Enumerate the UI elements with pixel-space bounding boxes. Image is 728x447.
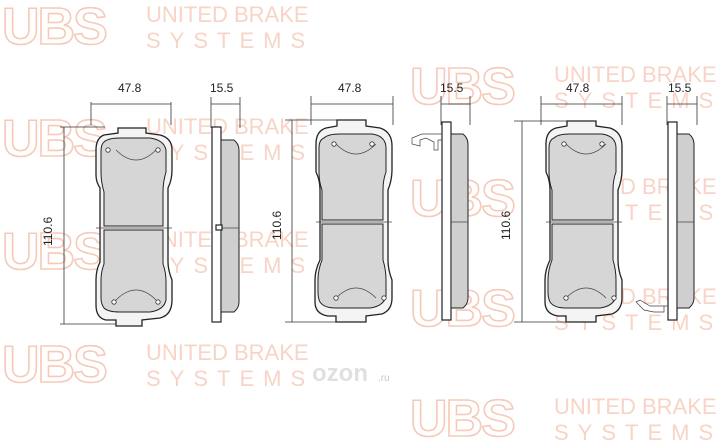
svg-text:UNITED BRAKE: UNITED BRAKE — [146, 340, 309, 365]
width-label: 47.8 — [338, 81, 362, 95]
marketplace-watermark: ozon .ru — [312, 360, 390, 387]
pad-2-front-view: 47.8 110.6 — [270, 81, 394, 323]
backing-plate — [441, 121, 452, 321]
friction-pad — [100, 229, 167, 313]
rivet-hole — [333, 295, 339, 301]
watermark-logo: UBS UNITED BRAKE SYSTEMS — [409, 57, 722, 117]
rivet-hole — [369, 141, 375, 147]
height-label: 110.6 — [270, 211, 284, 240]
rivet-hole — [599, 141, 605, 147]
thickness-label: 15.5 — [440, 81, 464, 95]
rivet-hole — [561, 141, 567, 147]
friction-pad — [100, 137, 167, 227]
watermark-logo: UBS UNITED BRAKE SYSTEMS — [1, 335, 314, 395]
wear-indicator-clip — [411, 133, 442, 151]
friction-pad — [318, 133, 387, 221]
friction-pad — [220, 139, 240, 313]
friction-pad — [450, 133, 469, 309]
pad-3-front-view: 47.8 110.6 — [499, 81, 623, 323]
svg-text:UBS: UBS — [2, 223, 106, 281]
svg-text:UBS: UBS — [2, 110, 106, 168]
friction-pad — [548, 133, 617, 221]
wear-indicator-clip — [635, 299, 668, 313]
marketplace-suffix: .ru — [378, 373, 390, 384]
svg-text:SYSTEMS: SYSTEMS — [146, 366, 314, 391]
pad-1-front-view: 47.8 110.6 — [41, 81, 173, 327]
watermark-logo: UBS UNITED BRAKE SYSTEMS — [1, 0, 314, 57]
pad-2-side-view: 15.5 — [411, 81, 471, 321]
pad-3-side-view: 15.5 — [635, 81, 698, 321]
width-label: 47.8 — [566, 81, 590, 95]
svg-text:UNITED BRAKE: UNITED BRAKE — [554, 62, 717, 87]
height-label: 110.6 — [499, 211, 513, 240]
svg-text:UNITED BRAKE: UNITED BRAKE — [146, 2, 309, 27]
rivet-hole — [381, 295, 387, 301]
rivet-hole — [111, 299, 117, 305]
svg-text:SYSTEMS: SYSTEMS — [554, 88, 722, 113]
svg-text:UBS: UBS — [410, 58, 514, 116]
friction-pad — [676, 133, 695, 309]
backing-plate — [667, 121, 678, 321]
pad-1-side-view: 15.5 — [210, 81, 241, 323]
width-label: 47.8 — [118, 81, 142, 95]
svg-text:SYSTEMS: SYSTEMS — [146, 28, 314, 53]
marketplace-name: ozon — [312, 360, 368, 387]
rivet-hole — [105, 147, 111, 153]
thickness-label: 15.5 — [210, 81, 234, 95]
friction-pad — [317, 223, 387, 309]
svg-text:UNITED BRAKE: UNITED BRAKE — [146, 114, 309, 139]
svg-text:UBS: UBS — [410, 390, 514, 447]
rivet-hole — [155, 147, 161, 153]
friction-pad — [547, 223, 617, 309]
rivet-hole — [155, 299, 161, 305]
rivet-hole — [331, 141, 337, 147]
rivet-hole — [563, 295, 569, 301]
height-label: 110.6 — [41, 217, 55, 246]
svg-text:UNITED BRAKE: UNITED BRAKE — [554, 394, 717, 419]
thickness-label: 15.5 — [668, 81, 692, 95]
rivet-hole — [611, 295, 617, 301]
svg-text:UBS: UBS — [2, 0, 106, 56]
watermark-logo: UBS UNITED BRAKE SYSTEMS — [409, 389, 722, 447]
svg-text:UBS: UBS — [2, 336, 106, 394]
svg-text:SYSTEMS: SYSTEMS — [554, 420, 722, 445]
